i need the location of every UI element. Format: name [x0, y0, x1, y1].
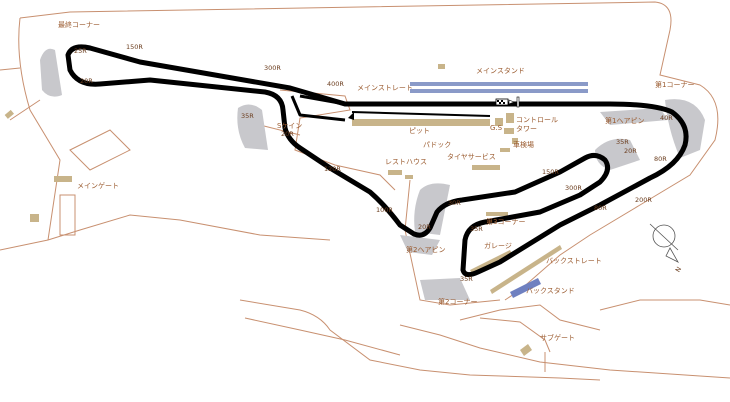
back-stand-shape	[510, 278, 541, 298]
radius-labels: 25R 150R 300R 400R 20R 35R 20R 120R 100R…	[74, 43, 673, 283]
gs-label: G.S	[490, 124, 503, 132]
radius-label: 35R	[616, 138, 629, 146]
back-stand-label: バックスタンド	[526, 286, 575, 295]
radius-label: 35R	[470, 225, 483, 233]
main-gate-label: メインゲート	[77, 181, 119, 190]
corner-1-label: 第1コーナー	[655, 80, 694, 89]
buildings	[4, 64, 562, 356]
compass-north-label: N	[674, 265, 683, 273]
tire-service-label: タイヤサービス	[447, 152, 496, 161]
radius-label: 100R	[376, 206, 393, 214]
radius-label: 35R	[460, 275, 473, 283]
hairpin-2-label: 第2ヘアピン	[406, 245, 445, 254]
radius-label: 300R	[264, 64, 281, 72]
radius-label: 20R	[281, 130, 294, 138]
radius-label: 80R	[654, 155, 667, 163]
radius-label: 150R	[126, 43, 143, 51]
main-stand-shape-2	[410, 89, 588, 93]
radius-label: 25R	[74, 47, 87, 55]
radius-label: 30R	[448, 199, 461, 207]
main-stand-label: メインスタンド	[476, 66, 525, 75]
compass: N	[649, 223, 683, 274]
garage-label: ガレージ	[484, 241, 512, 250]
radius-label: 400R	[327, 80, 344, 88]
pit-label: ピット	[409, 127, 430, 135]
radius-label: 150R	[542, 168, 559, 176]
property-outlines	[0, 1, 730, 381]
radius-label: 200R	[635, 196, 652, 204]
control-tower-label-1: コントロール	[516, 116, 558, 124]
main-stand-shape	[410, 82, 588, 86]
radius-label: 120R	[324, 165, 341, 173]
radius-label: 300R	[565, 184, 582, 192]
race-track	[65, 44, 689, 278]
hairpin-1-label: 第1ヘアピン	[605, 116, 644, 125]
stands	[410, 82, 588, 298]
rest-house-label: レストハウス	[385, 158, 427, 166]
place-labels: 最終コーナー メインスタンド メインストレート 第1コーナー 第1ヘアピン ピッ…	[58, 20, 694, 342]
corner-2-label: 第2コーナー	[438, 297, 477, 306]
radius-label: 80R	[594, 204, 607, 212]
control-tower-label-2: タワー	[516, 124, 537, 133]
corner-3-label: 第3コーナー	[486, 217, 525, 226]
radius-label: 40R	[660, 114, 673, 122]
paddock-label: パドック	[423, 141, 451, 149]
main-straight-label: メインストレート	[357, 84, 413, 92]
back-straight-label: バックストレート	[546, 257, 602, 265]
corner-last-label: 最終コーナー	[58, 20, 100, 29]
radius-label: 20R	[624, 147, 637, 155]
radius-label: 35R	[241, 112, 254, 120]
vehicle-inspection-label: 車検場	[513, 140, 534, 149]
sub-gate-label: サブゲート	[540, 333, 575, 342]
s-cane-label: Sケイン	[277, 122, 302, 130]
radius-label: 20R	[80, 77, 93, 85]
runoff-areas	[40, 48, 705, 300]
radius-label: 20R	[418, 223, 431, 231]
